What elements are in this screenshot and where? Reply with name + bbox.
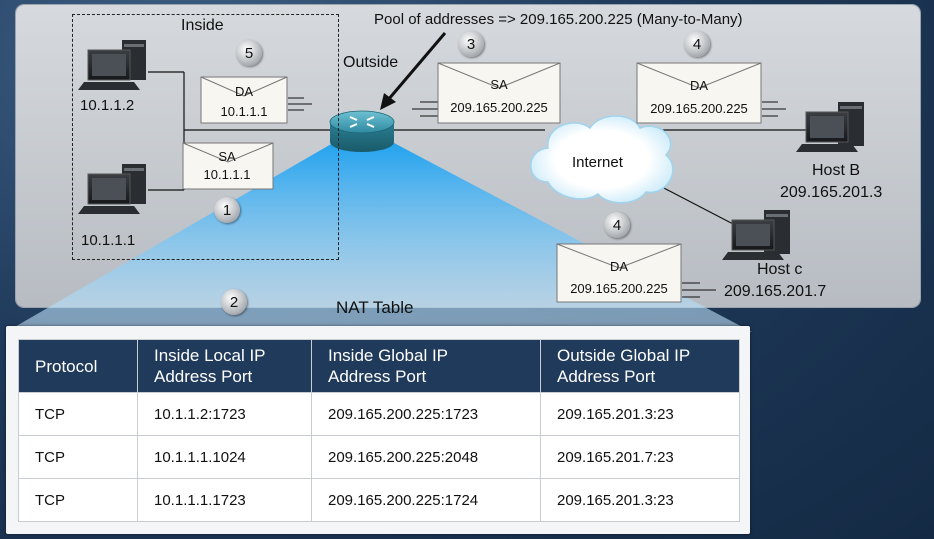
table-row: TCP 10.1.1.2:1723 209.165.200.225:1723 2… [18,392,740,436]
outside-label: Outside [343,54,399,71]
step-badge-5: 5 [236,40,262,66]
envelope-icon [412,62,561,124]
cell-protocol: TCP [18,478,138,522]
cell-outside-global: 209.165.201.7:23 [540,435,740,479]
table-row: TCP 10.1.1.1.1723 209.165.200.225:1724 2… [18,478,740,522]
envelope-step5-value: 10.1.1.1 [220,104,268,119]
cell-inside-global: 209.165.200.225:1724 [311,478,541,522]
envelope-step1-label: SA [218,149,236,164]
table-row: TCP 10.1.1.1.1024 209.165.200.225:2048 2… [18,435,740,479]
host-b-name: Host B [812,162,861,179]
host-c-icon [722,210,790,260]
nat-table: Protocol Inside Local IP Address Port In… [18,339,740,522]
inside-label: Inside [181,17,224,34]
step-badge-4-host-c: 4 [604,212,630,238]
cell-protocol: TCP [18,435,138,479]
envelope-step3-label: SA [490,77,508,92]
cell-outside-global: 209.165.201.3:23 [540,478,740,522]
envelope-step1-value: 10.1.1.1 [203,167,251,182]
header-protocol-line1: Protocol [35,356,98,376]
header-inside-global: Inside Global IP Address Port [311,339,541,393]
cell-inside-local: 10.1.1.1.1024 [137,435,312,479]
envelope-icon [556,243,716,303]
pc-10-1-1-2-icon [78,40,146,90]
host-b-icon [796,102,864,152]
pc2-ip-label: 10.1.1.1 [81,232,136,249]
inside-network-boundary [72,14,339,260]
nat-table-panel: Protocol Inside Local IP Address Port In… [6,326,750,534]
cell-inside-local: 10.1.1.2:1723 [137,392,312,436]
envelope-icon [200,76,312,124]
header-inside-local: Inside Local IP Address Port [137,339,312,393]
header-outside-global-line1: Outside Global IP [557,346,691,365]
envelope-step4-host-c-value: 209.165.200.225 [570,281,668,296]
header-inside-global-line1: Inside Global IP [328,346,449,365]
router-icon [329,110,395,152]
host-c-name: Host c [757,261,803,278]
cell-outside-global: 209.165.201.3:23 [540,392,740,436]
header-inside-local-line2: Address Port [154,367,253,386]
header-inside-global-line2: Address Port [328,367,427,386]
header-inside-local-line1: Inside Local IP [154,346,266,365]
host-b-ip: 209.165.201.3 [780,184,883,201]
header-protocol: Protocol [18,339,138,393]
connection-lines [148,71,810,226]
step-badge-4-host-b: 4 [684,31,710,57]
header-outside-global: Outside Global IP Address Port [540,339,740,393]
envelope-step4-host-c-label: DA [609,259,629,274]
step-badge-1: 1 [214,197,240,223]
nat-table-header-row: Protocol Inside Local IP Address Port In… [18,339,740,393]
envelope-icon [182,142,274,190]
envelope-step3-value: 209.165.200.225 [450,100,548,115]
pool-arrow [380,32,447,110]
internet-label: Internet [572,154,623,171]
internet-cloud-icon [530,115,674,204]
envelope-icon [636,62,786,124]
cell-inside-local: 10.1.1.1.1723 [137,478,312,522]
envelope-step1: SA 10.1.1.1 [182,142,292,192]
nat-table-title: NAT Table [336,298,414,317]
cell-inside-global: 209.165.200.225:2048 [311,435,541,479]
cell-protocol: TCP [18,392,138,436]
step-badge-2: 2 [221,289,247,315]
envelope-step3: SA 209.165.200.225 [412,62,562,126]
header-outside-global-line2: Address Port [557,367,656,386]
envelope-step4-host-c: DA 209.165.200.225 [556,243,718,305]
envelope-step4-host-b: DA 209.165.200.225 [636,62,788,126]
envelope-step4-host-b-value: 209.165.200.225 [650,101,748,116]
envelope-step5: DA 10.1.1.1 [200,76,312,126]
envelope-step4-host-b-label: DA [689,78,709,93]
pool-label: Pool of addresses => 209.165.200.225 (Ma… [374,11,743,28]
host-c-ip: 209.165.201.7 [724,283,827,300]
envelope-step5-label: DA [234,84,254,99]
step-badge-3: 3 [458,31,484,57]
pc-10-1-1-1-icon [78,164,146,214]
pc1-ip-label: 10.1.1.2 [80,97,135,114]
cell-inside-global: 209.165.200.225:1723 [311,392,541,436]
